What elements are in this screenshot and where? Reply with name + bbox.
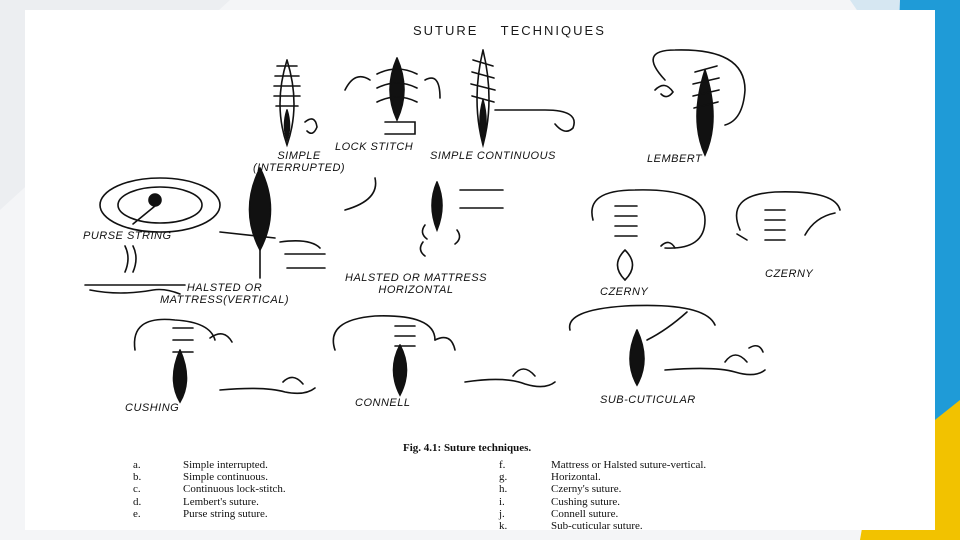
legend-text: Connell suture. <box>551 507 619 520</box>
legend-text: Continuous lock-stitch. <box>183 483 286 496</box>
figure-caption: Fig. 4.1: Suture techniques. <box>403 442 532 454</box>
legend-left: a. Simple interrupted. b. Simple continuous… <box>133 459 286 520</box>
legend-item: f. Mattress or Halsted suture-vertical. <box>499 459 706 471</box>
subcuticular-drawing <box>568 304 766 387</box>
legend-item: e. Purse string suture. <box>133 508 286 520</box>
legend-text: Simple interrupted. <box>183 459 268 471</box>
legend-item: j. Connell suture. <box>499 508 706 520</box>
legend-item: g. Horizontal. <box>499 471 706 483</box>
legend-key: k. <box>499 520 508 533</box>
legend-item: d. Lembert's suture. <box>133 496 286 508</box>
simple-continuous-drawing <box>470 49 575 149</box>
legend-key: e. <box>133 507 141 520</box>
legend-item: c. Continuous lock-stitch. <box>133 483 286 495</box>
label-cushing: CUSHING <box>125 402 180 414</box>
legend-key: a. <box>133 459 141 471</box>
label-czerny-right: CZERNY <box>765 268 814 280</box>
cushing-drawing <box>133 318 316 404</box>
suture-illustrations <box>84 49 841 404</box>
legend-key: j. <box>499 507 505 520</box>
lembert-drawing <box>652 49 746 157</box>
legend-text: Czerny's suture. <box>551 483 622 496</box>
legend-right: f.Mattress or Halsted suture-vertical.g.… <box>499 459 706 532</box>
legend-item: a. Simple interrupted. <box>133 459 286 471</box>
legend-text: Lembert's suture. <box>183 495 259 508</box>
connell-drawing <box>332 315 556 397</box>
legend-item: h. Czerny's suture. <box>499 483 706 495</box>
legend-text: Simple continuous. <box>183 471 268 484</box>
label-subcuticular: SUB-CUTICULAR <box>600 394 696 406</box>
label-czerny-left: CZERNY <box>600 286 649 298</box>
legend-text: Cushing suture. <box>551 495 621 508</box>
legend-key: c. <box>133 483 141 496</box>
legend-text: Purse string suture. <box>183 507 268 520</box>
halsted-vertical-drawing <box>219 167 377 279</box>
legend-key: f. <box>499 459 506 471</box>
label-purse-string: PURSE STRING <box>83 230 172 242</box>
legend-item: b. Simple continuous. <box>133 471 286 483</box>
label-lock-stitch: LOCK STITCH <box>335 141 414 153</box>
czerny-left-drawing <box>591 189 706 282</box>
purse-string-drawing <box>84 177 221 295</box>
label-connell: CONNELL <box>355 397 411 409</box>
halsted-horizontal-drawing <box>419 181 504 257</box>
legend-key: d. <box>133 495 142 508</box>
label-simple-continuous: SIMPLE CONTINUOUS <box>430 150 556 162</box>
legend-text: Mattress or Halsted suture-vertical. <box>551 459 707 471</box>
legend-item: k. Sub-cuticular suture. <box>499 520 706 532</box>
legend-item: i. Cushing suture. <box>499 496 706 508</box>
legend-text: Sub-cuticular suture. <box>551 520 643 533</box>
legend-key: g. <box>499 471 508 484</box>
label-halsted-horizontal: HALSTED OR MATTRESS HORIZONTAL <box>345 272 487 296</box>
legend-key: b. <box>133 471 142 484</box>
figure-page: SUTURE TECHNIQUES <box>25 10 935 532</box>
legend-key: i. <box>499 495 505 508</box>
label-halsted-vertical: HALSTED OR MATTRESS(VERTICAL) <box>160 282 289 306</box>
lock-stitch-drawing <box>344 57 441 135</box>
label-simple-interrupted: SIMPLE (INTERRUPTED) <box>253 150 346 174</box>
legend-text: Horizontal. <box>551 471 601 484</box>
label-lembert: LEMBERT <box>647 153 703 165</box>
legend-key: h. <box>499 483 508 496</box>
simple-interrupted-drawing <box>273 59 318 148</box>
figure-title: SUTURE TECHNIQUES <box>413 23 606 38</box>
czerny-right-drawing <box>735 191 841 241</box>
